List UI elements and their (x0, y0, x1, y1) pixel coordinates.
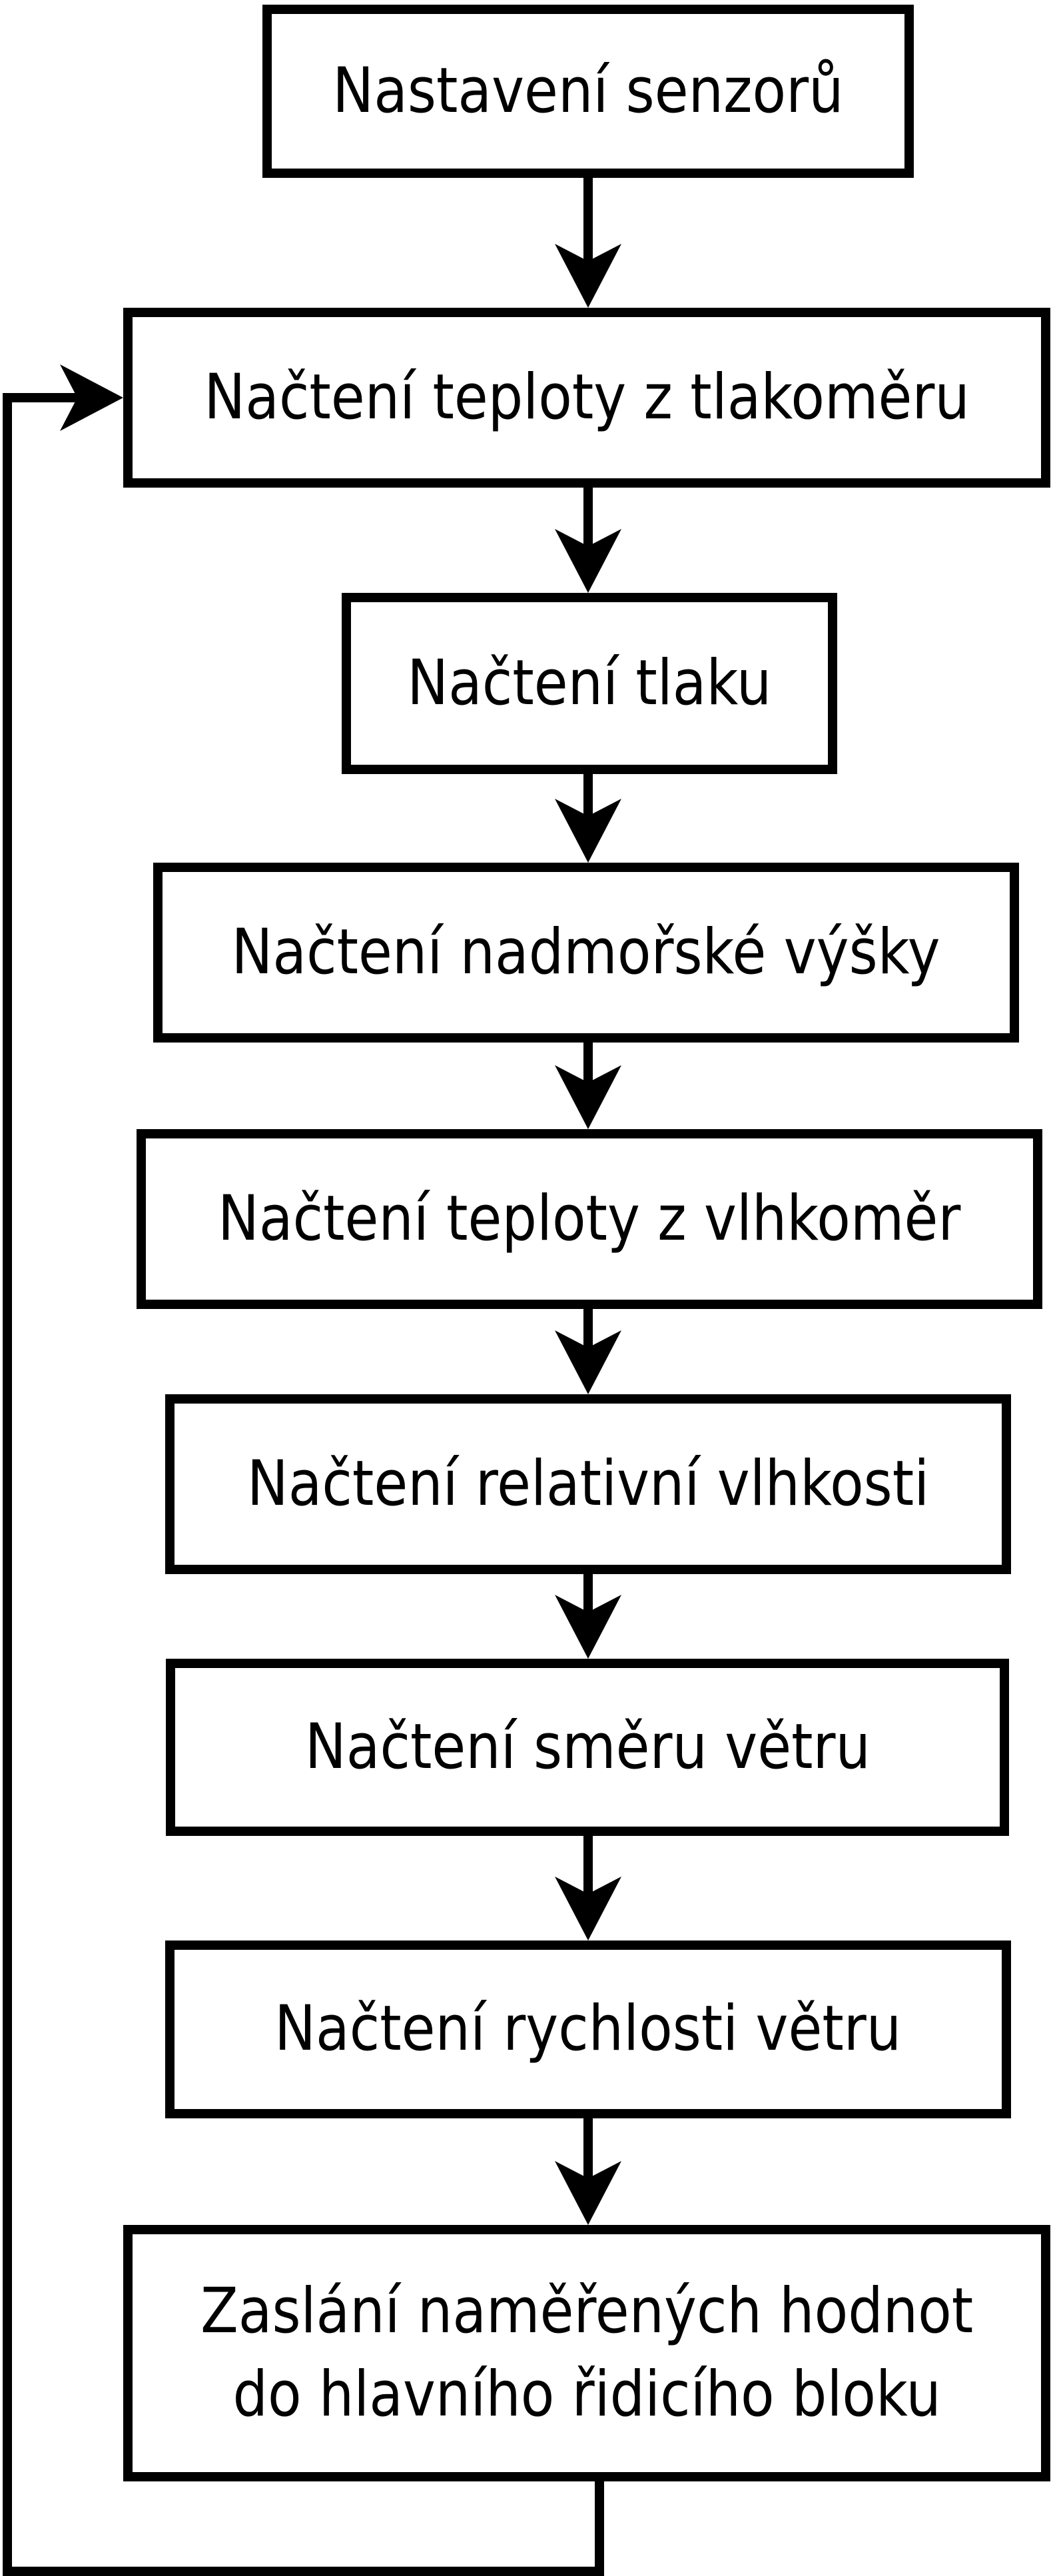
arrow-head-4 (555, 1065, 621, 1129)
node-read-altitude: Načtení nadmořské výšky (153, 863, 1019, 1043)
arrow-head-3 (555, 799, 621, 863)
arrow-head-2 (555, 529, 621, 593)
node-label: Načtení směru větru (304, 1710, 871, 1783)
node-read-temp-barometer: Načtení teploty z tlakoměru (123, 308, 1050, 488)
node-read-relative-humidity: Načtení relativní vlhkosti (165, 1394, 1011, 1574)
node-send-measured-values: Zaslání naměřených hodnot do hlavního ři… (123, 2225, 1050, 2481)
node-label: Načtení rychlosti větru (274, 1992, 902, 2066)
arrow-head-7 (555, 1877, 621, 1940)
node-label: Načtení teploty z vlhkoměr (218, 1182, 961, 1255)
node-read-temp-hygrometer: Načtení teploty z vlhkoměr (137, 1129, 1042, 1309)
node-setup-sensors: Nastavení senzorů (262, 5, 914, 178)
arrow-head-5 (555, 1330, 621, 1394)
arrow-head-8 (555, 2161, 621, 2225)
node-label: Načtení nadmořské výšky (231, 915, 941, 989)
node-label-line-2: do hlavního řidicího bloku (232, 2358, 941, 2431)
node-label: Načtení relativní vlhkosti (246, 1447, 930, 1520)
node-read-pressure: Načtení tlaku (342, 593, 837, 774)
node-read-wind-direction: Načtení směru větru (166, 1659, 1009, 1836)
loop-back-arrow-head (60, 364, 123, 431)
node-label: Zaslání naměřených hodnot do hlavního ři… (200, 2270, 973, 2435)
node-label: Nastavení senzorů (332, 54, 844, 127)
arrow-head-1 (555, 244, 621, 308)
node-label-line-1: Zaslání naměřených hodnot (200, 2275, 974, 2348)
node-label: Načtení tlaku (407, 646, 772, 719)
loop-back-line (3, 393, 604, 2576)
node-read-wind-speed: Načtení rychlosti větru (165, 1940, 1011, 2118)
node-label: Načtení teploty z tlakoměru (204, 360, 970, 434)
arrow-head-6 (555, 1595, 621, 1659)
